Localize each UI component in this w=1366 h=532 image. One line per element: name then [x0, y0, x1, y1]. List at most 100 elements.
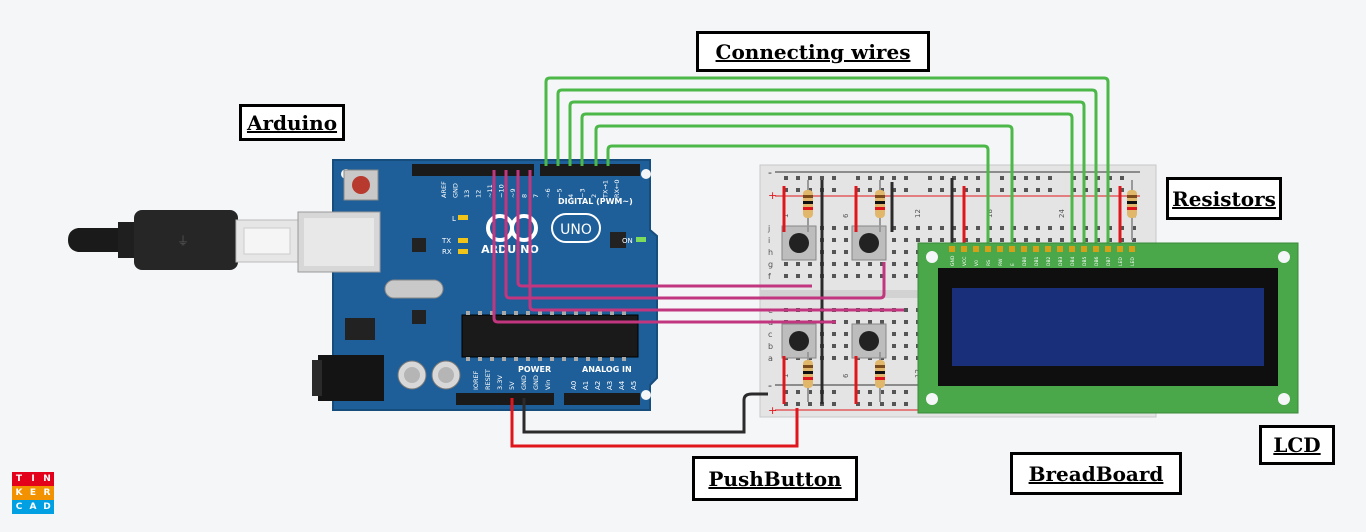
rail-hole [1000, 188, 1004, 192]
rail-hole [1024, 188, 1028, 192]
rail-hole [868, 188, 872, 192]
rail-hole [904, 402, 908, 406]
terminal-hole [1132, 226, 1136, 230]
rail-hole [856, 402, 860, 406]
terminal-hole [916, 226, 920, 230]
rail-hole [784, 402, 788, 406]
rail-hole [1120, 188, 1124, 192]
arduino-brand: ARDUINO [481, 243, 539, 256]
terminal-hole [1036, 238, 1040, 242]
terminal-hole [796, 274, 800, 278]
power-pin-label: GND [532, 375, 540, 390]
lcd-pin [949, 246, 955, 252]
rail-hole [1108, 188, 1112, 192]
terminal-hole [832, 262, 836, 266]
lcd-pin [1033, 246, 1039, 252]
resistor-3 [803, 352, 813, 402]
wires-magenta [492, 170, 904, 324]
rail-hole [808, 176, 812, 180]
rail-hole [940, 188, 944, 192]
lcd-pin [1069, 246, 1075, 252]
terminal-hole [856, 262, 860, 266]
rail-hole [1048, 176, 1052, 180]
rail-hole [1012, 176, 1016, 180]
column-number: 12 [914, 209, 922, 218]
lcd-pin [973, 246, 979, 252]
row-letter: b [768, 342, 773, 351]
column-number: 1 [782, 374, 790, 378]
terminal-hole [880, 320, 884, 324]
digital-pin-label: ~3 [579, 188, 587, 198]
terminal-hole [868, 320, 872, 324]
pushbuttons [781, 225, 887, 359]
row-letter: f [768, 272, 771, 281]
analog-pin-label: A1 [582, 381, 590, 390]
terminal-hole [784, 262, 788, 266]
terminal-hole [844, 320, 848, 324]
tinkercad-logo-letter: C [12, 500, 26, 514]
power-pin-label: Vin [544, 380, 552, 390]
resistor-1 [803, 180, 813, 232]
terminal-hole [1096, 238, 1100, 242]
rail-hole [1036, 188, 1040, 192]
lcd-pin-label: LED [1130, 257, 1136, 266]
lcd-pin [961, 246, 967, 252]
terminal-hole [892, 332, 896, 336]
tinkercad-logo-letter: T [12, 472, 26, 486]
terminal-hole [1084, 238, 1088, 242]
rail-hole [1084, 176, 1088, 180]
digital-pin-label: 13 [463, 190, 471, 198]
terminal-hole [904, 226, 908, 230]
terminal-hole [904, 308, 908, 312]
terminal-hole [940, 226, 944, 230]
rail-plus-top: + [768, 189, 777, 202]
terminal-hole [904, 320, 908, 324]
rail-hole [832, 402, 836, 406]
terminal-hole [928, 226, 932, 230]
label-lcd: LCD [1259, 425, 1335, 465]
arduino-model: UNO [560, 222, 592, 238]
row-letter: j [767, 224, 770, 233]
power-pin-label: 3.3V [496, 375, 504, 390]
column-number: 18 [986, 209, 994, 218]
terminal-hole [904, 274, 908, 278]
analog-pin-label: A2 [594, 381, 602, 390]
terminal-hole [832, 332, 836, 336]
terminal-hole [832, 356, 836, 360]
lcd-screen [952, 288, 1264, 366]
lcd-pin-label: RW [998, 258, 1004, 266]
terminal-hole [904, 250, 908, 254]
rail-hole [1108, 176, 1112, 180]
rail-hole [1012, 188, 1016, 192]
terminal-hole [988, 238, 992, 242]
digital-pin-label: GND [452, 183, 460, 198]
row-letter: a [768, 354, 773, 363]
rail-hole [976, 176, 980, 180]
terminal-hole [1060, 226, 1064, 230]
terminal-hole [1108, 226, 1112, 230]
terminal-hole [904, 238, 908, 242]
column-number: 6 [842, 373, 850, 378]
rail-hole [1000, 176, 1004, 180]
lcd-pin-label: DB7 [1106, 256, 1112, 266]
terminal-hole [988, 226, 992, 230]
terminal-hole [1072, 226, 1076, 230]
resistor-4 [875, 352, 885, 402]
terminal-hole [1108, 238, 1112, 242]
digital-pin-label: 2 [590, 194, 598, 198]
tinkercad-logo-letter: K [12, 486, 26, 500]
terminal-hole [964, 238, 968, 242]
terminal-hole [844, 356, 848, 360]
digital-pin-label: ~5 [556, 188, 564, 198]
lcd-pin-label: E [1010, 263, 1016, 266]
rail-hole [856, 390, 860, 394]
analog-pin-label: A0 [570, 381, 578, 390]
resistors [803, 180, 1137, 402]
resistor-2 [875, 180, 885, 232]
terminal-hole [892, 238, 896, 242]
terminal-hole [1036, 226, 1040, 230]
